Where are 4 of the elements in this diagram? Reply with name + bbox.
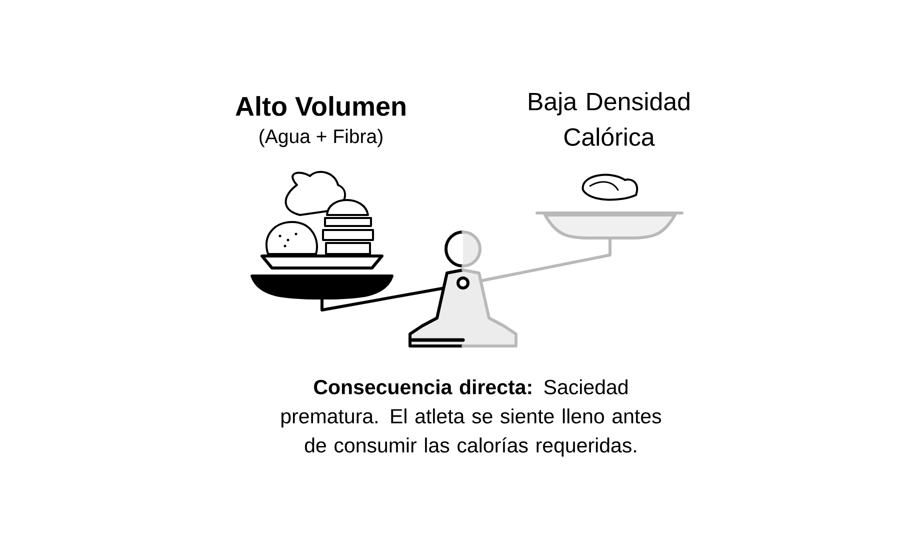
note-text: Consecuencia directa: Saciedad prematura. El atleta se siente lleno antes de consumir las calorías requeridas.	[281, 379, 662, 457]
caption-text: (Agua + Fibra)	[260, 128, 382, 148]
heading: Alto Volumen	[236, 96, 406, 116]
caption-text: Baja Densidad Calórica	[529, 92, 690, 146]
